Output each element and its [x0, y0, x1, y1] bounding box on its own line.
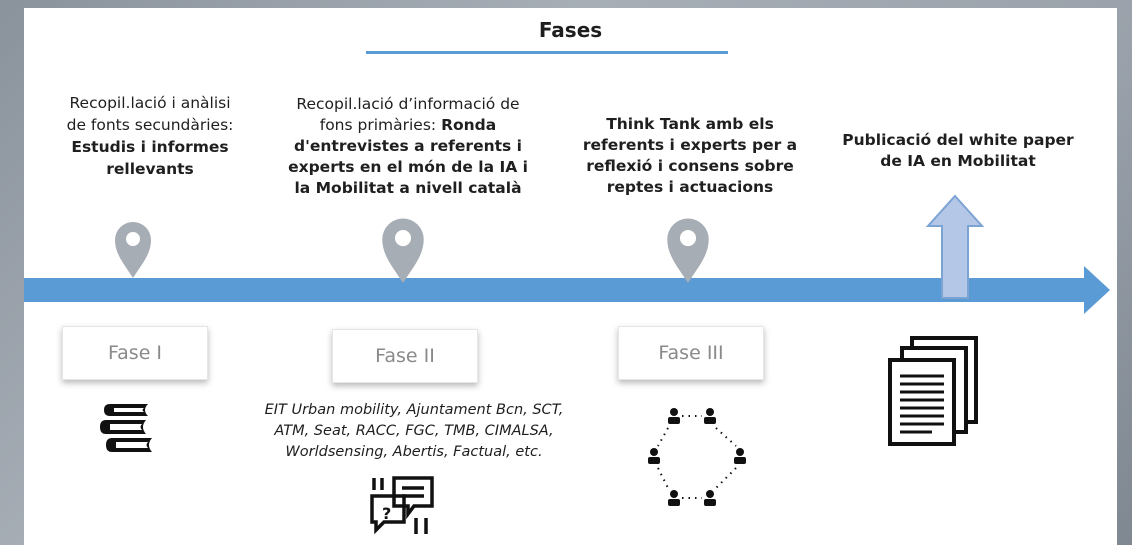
map-pin-icon	[382, 218, 424, 283]
phase-2-desc-bold: Ronda d'entrevistes a referents i expert…	[288, 116, 528, 197]
map-pin-icon	[115, 222, 151, 278]
phases-card: Fases Recopil.lació i anàlisi de fonts s…	[24, 8, 1117, 545]
phase-3-label: Fase III	[618, 326, 764, 380]
phase-1-desc-bold: Estudis i informes rellevants	[71, 138, 229, 178]
up-arrow-icon	[925, 194, 985, 299]
document-stack-icon	[888, 336, 978, 446]
diagram-graphics: ?	[24, 194, 1110, 535]
phase-1-description: Recopil.lació i anàlisi de fonts secundà…	[64, 92, 236, 180]
phase-2-description: Recopil.lació d’informació de fons primà…	[278, 94, 538, 199]
interview-chat-icon: ?	[370, 476, 434, 535]
phase-2-partners: EIT Urban mobility, Ajuntament Bcn, SCT,…	[264, 402, 564, 460]
timeline-arrow	[24, 266, 1110, 314]
phase-2-desc-plain: Recopil.lació d’informació de fons primà…	[296, 95, 520, 134]
books-icon	[100, 404, 152, 452]
map-pin-icon	[667, 218, 709, 283]
phase-2-label: Fase II	[332, 329, 478, 383]
phase-1-desc-plain: Recopil.lació i anàlisi de fonts secundà…	[66, 94, 234, 134]
title-underline	[366, 51, 728, 54]
final-description: Publicació del white paper de IA en Mobi…	[842, 130, 1074, 172]
phase-3-description: Think Tank amb els referents i experts p…	[581, 114, 799, 198]
phase-1-label: Fase I	[62, 326, 208, 380]
svg-text:?: ?	[382, 504, 391, 523]
phase-3-desc-bold: Think Tank amb els referents i experts p…	[582, 115, 798, 196]
network-people-icon	[648, 408, 746, 506]
final-desc-bold: Publicació del white paper de IA en Mobi…	[842, 131, 1074, 170]
page-title: Fases	[538, 18, 603, 42]
